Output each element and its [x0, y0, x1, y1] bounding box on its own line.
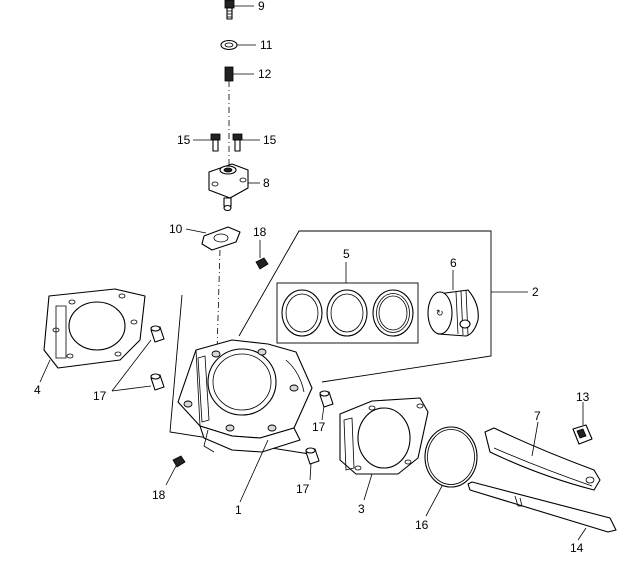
callout-2: 2	[532, 285, 539, 299]
mounting-bolt-left-part	[210, 133, 221, 152]
callout-18-lower: 18	[152, 488, 166, 502]
callout-8: 8	[263, 176, 270, 190]
callout-17-left: 17	[93, 389, 107, 403]
callout-16: 16	[415, 518, 429, 532]
guide-rail-part	[467, 481, 617, 533]
tensioner-part	[208, 163, 249, 212]
callout-5: 5	[343, 247, 350, 261]
callout-15-left: 15	[177, 133, 191, 147]
piston-kit-frame	[238, 230, 492, 383]
dowel-right-parts	[305, 390, 334, 465]
bolt-upper-part	[255, 257, 269, 270]
axis-line-mid	[216, 249, 221, 353]
callout-12: 12	[258, 67, 272, 81]
callout-1: 1	[235, 503, 242, 517]
callout-18-upper: 18	[253, 225, 267, 239]
callout-4: 4	[34, 383, 41, 397]
chain-guide-part	[484, 427, 601, 491]
callout-17-right-lower: 17	[296, 482, 310, 496]
cylinder-part	[177, 339, 313, 453]
callout-11: 11	[260, 38, 273, 52]
dowel-left-parts	[150, 325, 165, 391]
tensioner-gasket-part	[201, 226, 241, 251]
bolt-top-part	[224, 0, 235, 20]
callout-7: 7	[534, 409, 541, 423]
callout-10: 10	[169, 222, 183, 236]
callout-17-right-upper: 17	[312, 420, 326, 434]
callout-3: 3	[358, 502, 365, 516]
o-ring-part	[424, 426, 478, 488]
piston-part: ↻	[427, 289, 479, 337]
leader-lines	[39, 5, 587, 541]
bolt-lower-part	[172, 455, 186, 468]
base-gasket-part	[339, 397, 429, 475]
guide-bolt-part	[572, 424, 593, 445]
spring-part	[224, 66, 234, 82]
callout-15-right: 15	[263, 133, 277, 147]
callout-9: 9	[258, 0, 265, 13]
callout-13: 13	[576, 390, 590, 404]
mounting-bolt-right-part	[232, 133, 243, 152]
head-gasket-part	[43, 288, 146, 369]
washer-part	[220, 39, 238, 51]
callout-6: 6	[450, 256, 457, 270]
svg-text:↻: ↻	[436, 308, 444, 318]
ring-set-part	[276, 282, 419, 344]
callout-14: 14	[570, 541, 584, 555]
